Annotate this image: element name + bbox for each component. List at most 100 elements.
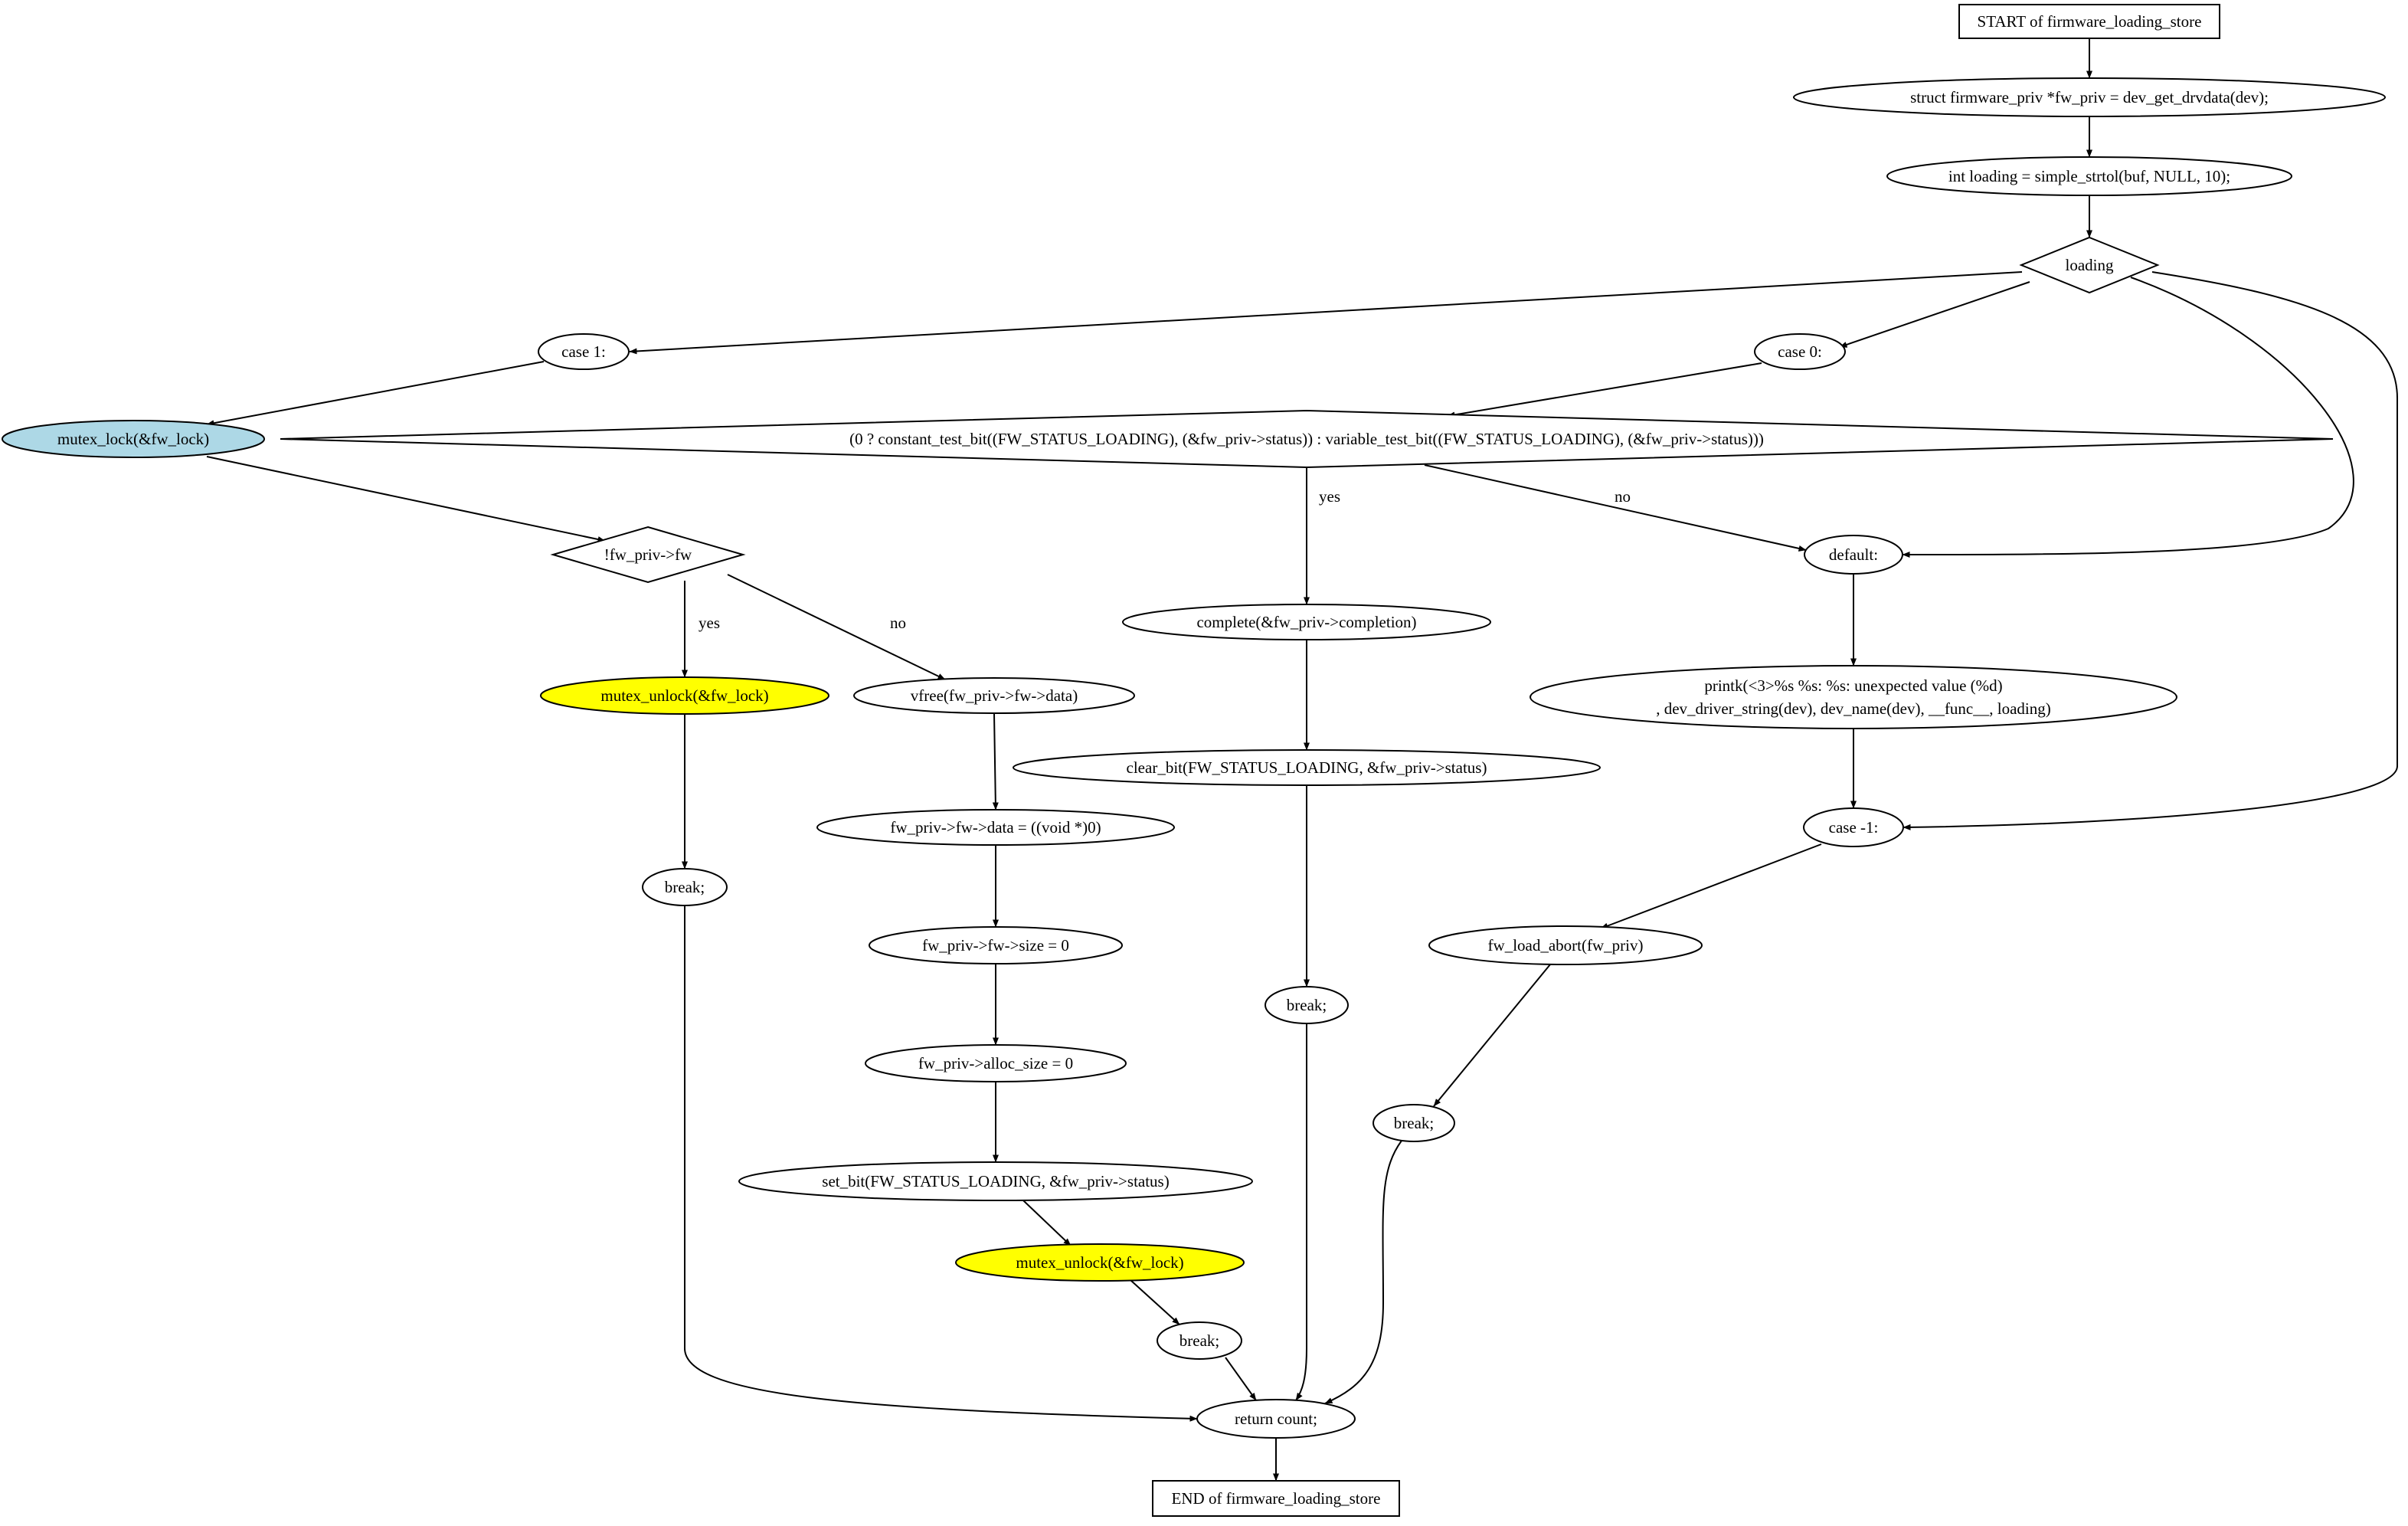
- case-1-shape: [538, 333, 630, 370]
- default-label: default:: [1829, 545, 1878, 564]
- node-complete: complete(&fw_priv->completion): [1122, 604, 1491, 640]
- edge-case-0-to-test-bit: [1447, 362, 1762, 418]
- switch-loading-shape: [2019, 236, 2160, 294]
- edge-unlock-2-to-break-4: [1130, 1279, 1180, 1325]
- break-3-shape: [1265, 986, 1349, 1024]
- node-alloc-zero: fw_priv->alloc_size = 0: [865, 1044, 1127, 1082]
- edge-fw-load-abort-to-break-2: [1433, 964, 1551, 1107]
- edge-break-2-to-return-count: [1324, 1140, 1402, 1404]
- break-1-label: break;: [665, 878, 705, 896]
- edge-label-no: no: [1615, 487, 1631, 506]
- test-bit-shape: [280, 409, 2334, 469]
- node-mutex-lock: mutex_lock(&fw_lock): [2, 420, 265, 458]
- vfree-label: vfree(fw_priv->fw->data): [911, 686, 1078, 705]
- alloc-zero-shape: [865, 1044, 1127, 1082]
- switch-loading-label: loading: [2066, 256, 2114, 274]
- node-test-bit: (0 ? constant_test_bit((FW_STATUS_LOADIN…: [280, 409, 2334, 469]
- edge-break-1-to-return-count: [684, 905, 1198, 1422]
- edges-layer: yes no yes no: [206, 38, 2398, 1482]
- break-2-label: break;: [1394, 1114, 1434, 1132]
- edge-label-yes: yes: [699, 614, 720, 632]
- check-fw-label: !fw_priv->fw: [604, 545, 692, 564]
- case-m1-shape: [1803, 807, 1904, 847]
- case-0-label: case 0:: [1778, 342, 1822, 361]
- edge-mutex-lock-to-check-fw: [206, 456, 606, 542]
- node-data-null: fw_priv->fw->data = ((void *)0): [816, 809, 1175, 846]
- node-break-1: break;: [642, 868, 728, 906]
- node-loading-decl: int loading = simple_strtol(buf, NULL, 1…: [1886, 156, 2292, 196]
- edge-switch-loading-to-case-1: [629, 271, 2023, 355]
- node-vfree: vfree(fw_priv->fw->data): [853, 677, 1135, 714]
- printk-label: printk(<3>%s %s: %s: unexpected value (%…: [1704, 676, 2002, 695]
- node-start: START of firmware_loading_store: [1958, 4, 2220, 39]
- node-unlock-2: mutex_unlock(&fw_lock): [955, 1243, 1245, 1282]
- edge-set-bit-to-unlock-2: [1022, 1200, 1071, 1246]
- node-unlock-1: mutex_unlock(&fw_lock): [540, 676, 829, 715]
- edge-label-yes: yes: [1319, 487, 1340, 506]
- fw-priv-decl-shape: [1793, 77, 2386, 117]
- node-end: END of firmware_loading_store: [1152, 1480, 1400, 1517]
- printk-shape: [1530, 665, 2177, 729]
- edge-switch-loading-to-case-m1: [1903, 271, 2398, 830]
- edge-case-1-to-mutex-lock: [206, 361, 545, 427]
- node-return-count: return count;: [1196, 1399, 1356, 1439]
- default-shape: [1804, 535, 1903, 575]
- loading-decl-shape: [1886, 156, 2292, 196]
- clear-bit-label: clear_bit(FW_STATUS_LOADING, &fw_priv->s…: [1127, 758, 1487, 777]
- node-printk: printk(<3>%s %s: %s: unexpected value (%…: [1530, 665, 2177, 729]
- vfree-shape: [853, 677, 1135, 714]
- printk-label-2: , dev_driver_string(dev), dev_name(dev),…: [1656, 699, 2051, 718]
- return-count-shape: [1196, 1399, 1356, 1439]
- node-clear-bit: clear_bit(FW_STATUS_LOADING, &fw_priv->s…: [1013, 749, 1601, 786]
- clear-bit-shape: [1013, 749, 1601, 786]
- unlock-2-label: mutex_unlock(&fw_lock): [1016, 1253, 1183, 1272]
- node-default: default:: [1804, 535, 1903, 575]
- node-set-bit: set_bit(FW_STATUS_LOADING, &fw_priv->sta…: [738, 1161, 1253, 1201]
- break-4-label: break;: [1179, 1331, 1219, 1350]
- data-null-label: fw_priv->fw->data = ((void *)0): [890, 818, 1101, 837]
- node-fw-priv-decl: struct firmware_priv *fw_priv = dev_get_…: [1793, 77, 2386, 117]
- node-case-1: case 1:: [538, 333, 630, 370]
- node-break-4: break;: [1157, 1321, 1242, 1360]
- mutex-lock-label: mutex_lock(&fw_lock): [57, 430, 209, 448]
- set-bit-label: set_bit(FW_STATUS_LOADING, &fw_priv->sta…: [822, 1172, 1169, 1190]
- edge-label-no: no: [890, 614, 906, 632]
- return-count-label: return count;: [1235, 1410, 1317, 1428]
- loading-decl-label: int loading = simple_strtol(buf, NULL, 1…: [1948, 167, 2230, 185]
- fw-load-abort-label: fw_load_abort(fw_priv): [1488, 936, 1644, 955]
- edge-break-4-to-return-count: [1225, 1357, 1257, 1401]
- fw-load-abort-shape: [1428, 925, 1703, 965]
- check-fw-shape: [550, 526, 746, 584]
- test-bit-label: (0 ? constant_test_bit((FW_STATUS_LOADIN…: [849, 430, 1764, 448]
- complete-shape: [1122, 604, 1491, 640]
- node-switch-loading: loading: [2019, 236, 2160, 294]
- case-m1-label: case -1:: [1829, 818, 1879, 837]
- unlock-1-shape: [540, 676, 829, 715]
- node-check-fw: !fw_priv->fw: [550, 526, 746, 584]
- node-size-zero: fw_priv->fw->size = 0: [869, 926, 1123, 964]
- start-label: START of firmware_loading_store: [1978, 12, 2202, 31]
- unlock-1-label: mutex_unlock(&fw_lock): [600, 686, 768, 705]
- break-2-shape: [1372, 1104, 1455, 1142]
- edge-break-3-to-return-count: [1295, 1023, 1307, 1401]
- break-1-shape: [642, 868, 728, 906]
- edge-check-fw-to-vfree: [727, 574, 946, 680]
- mutex-lock-shape: [2, 420, 265, 458]
- break-4-shape: [1157, 1321, 1242, 1360]
- edge-switch-loading-to-case-0: [1839, 281, 2030, 348]
- alloc-zero-label: fw_priv->alloc_size = 0: [918, 1054, 1073, 1072]
- node-break-2: break;: [1372, 1104, 1455, 1142]
- data-null-shape: [816, 809, 1175, 846]
- node-case-0: case 0:: [1754, 333, 1846, 370]
- node-fw-load-abort: fw_load_abort(fw_priv): [1428, 925, 1703, 965]
- break-3-label: break;: [1287, 996, 1327, 1014]
- edge-vfree-to-data-null: [992, 712, 999, 810]
- size-zero-shape: [869, 926, 1123, 964]
- size-zero-label: fw_priv->fw->size = 0: [922, 936, 1069, 955]
- complete-label: complete(&fw_priv->completion): [1196, 613, 1416, 631]
- node-case-m1: case -1:: [1803, 807, 1904, 847]
- end-label: END of firmware_loading_store: [1172, 1489, 1381, 1508]
- case-1-label: case 1:: [561, 342, 606, 361]
